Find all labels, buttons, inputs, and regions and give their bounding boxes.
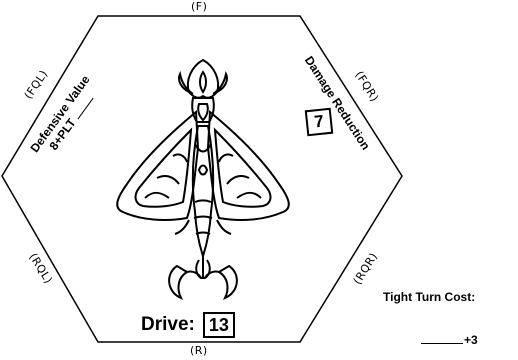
drive-value-box: 13 bbox=[203, 312, 235, 338]
ship-illustration bbox=[95, 52, 310, 314]
drive-value: 13 bbox=[209, 315, 229, 335]
arc-front-label: (F) bbox=[191, 0, 207, 13]
tight-turn-cost-value: +3 bbox=[464, 333, 478, 347]
tight-turn-cost-label: Tight Turn Cost: bbox=[383, 290, 475, 304]
tight-turn-cost-blank bbox=[421, 343, 463, 344]
drive-row: Drive: 13 bbox=[141, 312, 235, 338]
damage-reduction-value: 7 bbox=[313, 112, 325, 133]
arc-rear-label: (R) bbox=[190, 344, 208, 357]
damage-reduction-value-box: 7 bbox=[305, 108, 334, 137]
drive-label: Drive: bbox=[141, 314, 195, 336]
tight-turn-cost-row: +3 bbox=[421, 333, 478, 347]
